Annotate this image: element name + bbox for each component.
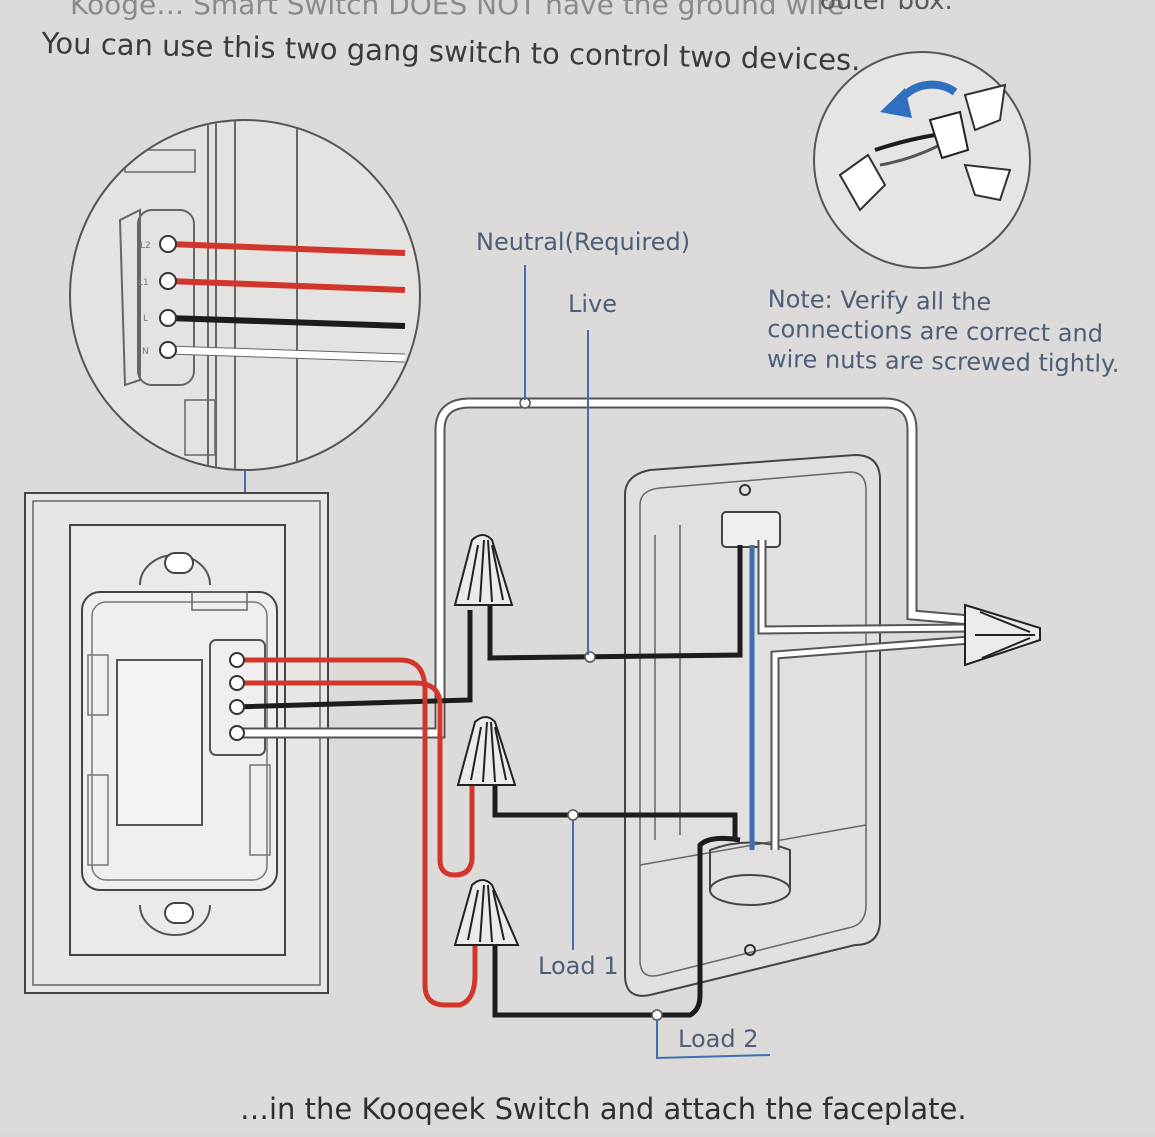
wire-nut-load2 [453, 879, 520, 946]
header-cut-line-right: outer box. [820, 0, 953, 16]
load1-label: Load 1 [538, 952, 619, 980]
terminal-label-l: L [143, 314, 148, 324]
wire-nut-inset-circle [813, 51, 1031, 269]
neutral-wire [235, 397, 971, 850]
load-wires [235, 657, 478, 1008]
live-label: Live [568, 290, 618, 318]
wire-nut-neutral [964, 603, 1041, 667]
leader-lines [524, 265, 771, 1060]
terminal-zoom-circle: L2 L1 L N [69, 119, 421, 471]
note-line-3: wire nuts are screwed tightly. [766, 344, 1120, 378]
wire-nut-live [453, 534, 514, 606]
note-line-2: connections are correct and [767, 314, 1104, 348]
terminal-label-l2: L2 [140, 241, 151, 251]
note-text: Note: Verify all the connections are cor… [766, 284, 1120, 379]
rotate-arrow-icon [902, 80, 958, 99]
wire-nut-load1 [456, 716, 517, 786]
footer-line: …in the Kooqeek Switch and attach the fa… [240, 1092, 967, 1126]
terminal-label-n: N [142, 347, 149, 357]
switch-wall-plate [24, 492, 329, 994]
terminal-label-l1: L1 [138, 278, 149, 288]
neutral-label: Neutral(Required) [476, 228, 691, 256]
load-black-wires [492, 785, 741, 1021]
header-cut-line: Kooge… Smart Switch DOES NOT have the gr… [70, 0, 845, 21]
load2-label: Load 2 [678, 1025, 759, 1053]
note-line-1: Note: Verify all the [767, 284, 992, 317]
switch-terminals [229, 652, 245, 741]
